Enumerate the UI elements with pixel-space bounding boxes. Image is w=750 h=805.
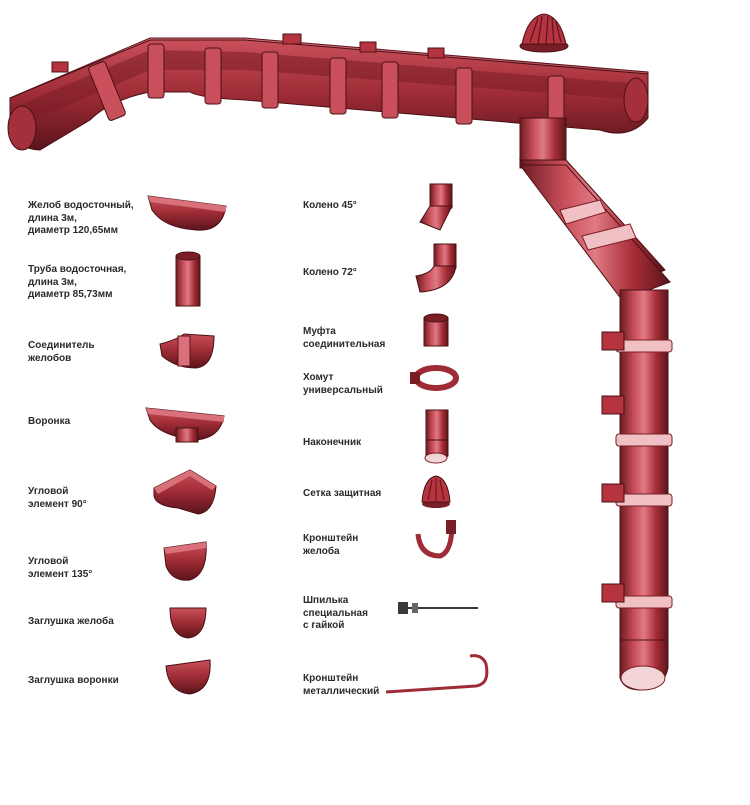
label-elbow-45: Колено 45° — [303, 200, 357, 211]
elbow-45-icon — [419, 183, 453, 231]
outlet-icon — [424, 409, 449, 464]
label-pipe: Труба водосточная, длина 3м, диаметр 85,… — [28, 264, 127, 300]
label-corner-135: Угловой элемент 135° — [28, 556, 93, 580]
label-metal-bracket: Кронштейн металлический — [303, 673, 380, 697]
stud-icon — [398, 602, 478, 614]
assembled-gutter-run — [7, 33, 649, 151]
coupling-icon — [423, 313, 449, 347]
label-funnel-cap: Заглушка воронки — [28, 675, 119, 686]
label-outlet: Наконечник — [303, 437, 362, 448]
label-stud: Шпилька специальная с гайкой — [303, 595, 368, 631]
gutter-piece-icon — [147, 195, 227, 231]
label-coupling: Муфта соединительная — [303, 326, 386, 350]
gutter-connector-icon — [159, 333, 215, 369]
assembled-downpipe — [518, 117, 673, 691]
elbow-72-icon — [415, 243, 457, 293]
gutter-cap-icon — [169, 607, 207, 639]
label-funnel: Воронка — [28, 416, 71, 427]
corner-135-icon — [163, 541, 207, 581]
label-gutter-connector: Соединитель желобов — [28, 340, 95, 364]
label-clamp: Хомут универсальный — [303, 372, 383, 396]
funnel-cap-icon — [165, 659, 211, 695]
label-bracket: Кронштейн желоба — [303, 533, 359, 557]
guard-icon — [421, 475, 451, 508]
gutter-bracket-icon — [415, 520, 456, 559]
label-gutter: Желоб водосточный, длина 3м, диаметр 120… — [28, 200, 134, 236]
metal-bracket-icon — [385, 654, 489, 694]
label-corner-90: Угловой элемент 90° — [28, 486, 87, 510]
corner-90-icon — [153, 469, 217, 515]
pipe-piece-icon — [175, 251, 201, 307]
funnel-icon — [145, 407, 225, 443]
clamp-icon — [410, 365, 459, 391]
leaf-guard-top — [519, 13, 569, 53]
label-elbow-72: Колено 72° — [303, 267, 357, 278]
label-guard: Сетка защитная — [303, 488, 382, 499]
label-gutter-cap: Заглушка желоба — [28, 616, 114, 627]
